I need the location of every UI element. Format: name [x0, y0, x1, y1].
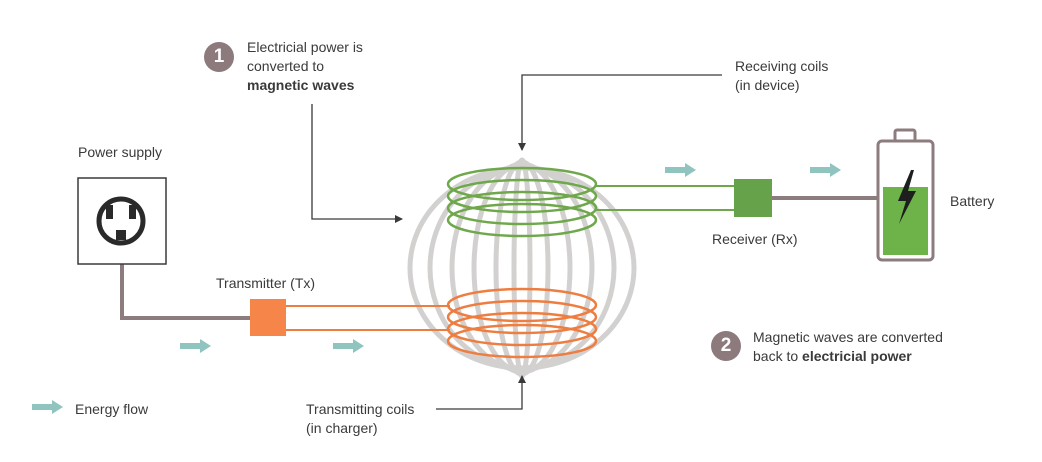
receiving-coils-label: Receiving coils (in device)	[735, 58, 829, 93]
step-1-badge: 1	[204, 42, 234, 72]
power-supply-label: Power supply	[78, 144, 163, 160]
energy-flow-arrow	[665, 163, 696, 177]
right-arrow-icon	[32, 400, 63, 414]
leader-lines	[311, 74, 722, 410]
transmitting-coils	[446, 287, 598, 359]
energy-flow-arrow	[180, 339, 211, 353]
field-line	[407, 165, 637, 371]
legend-energy-flow: Energy flow	[75, 401, 149, 417]
power-wire	[120, 240, 250, 320]
energy-flow-arrow	[333, 339, 364, 353]
battery-icon	[876, 128, 935, 262]
receiver-label: Receiver (Rx)	[712, 231, 798, 247]
energy-flow-arrow	[810, 163, 841, 177]
transmitter-box	[250, 299, 286, 336]
wires	[120, 196, 880, 320]
lightning-bolt-icon	[898, 170, 916, 224]
leader-step1	[311, 104, 403, 223]
battery-label: Battery	[950, 193, 995, 209]
field-line	[471, 161, 573, 375]
step-2-badge: 2	[711, 331, 741, 361]
step-2-description: Magnetic waves are converted back to ele…	[753, 329, 943, 364]
transmitter-leads	[286, 305, 450, 331]
field-line	[493, 159, 551, 377]
step-1-description: Electricial power is converted to magnet…	[247, 39, 363, 93]
power-socket-icon	[77, 177, 167, 265]
receiving-coils	[446, 166, 598, 238]
receiver-leads	[596, 185, 734, 211]
leader-receiving-coils	[518, 74, 722, 151]
energy-flow-arrows	[32, 163, 841, 414]
transmitter-label: Transmitter (Tx)	[216, 275, 316, 291]
transmitting-coils-label: Transmitting coils (in charger)	[306, 401, 415, 436]
receiver-box	[734, 179, 772, 217]
leader-transmitting-coils	[436, 375, 526, 410]
